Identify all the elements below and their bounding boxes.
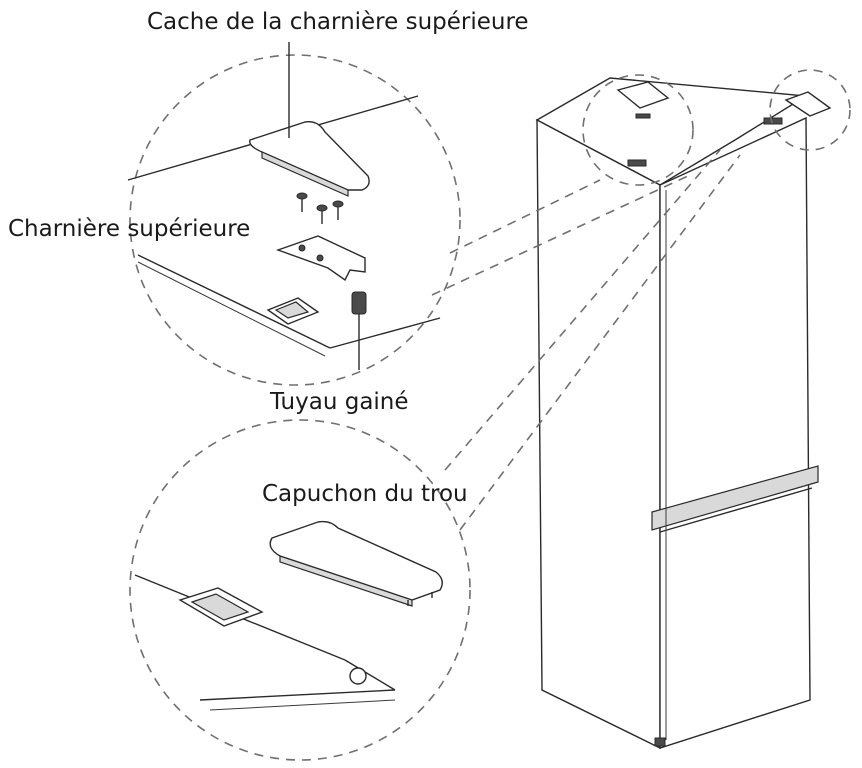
sheathed-pipe-part: [351, 291, 367, 370]
top-hinge-cover-label: Cache de la charnière supérieure: [147, 9, 529, 35]
hinge-slot: [266, 297, 320, 325]
hinge-plate-part: [275, 235, 366, 282]
callout-connectors: [431, 149, 741, 531]
top-hinge-label: Charnière supérieure: [8, 216, 251, 242]
hole-cap-part: [269, 520, 443, 607]
screws: [296, 192, 344, 224]
hole-cap-detail-circle: [129, 419, 471, 761]
refrigerator-body: [535, 77, 832, 750]
recessed-hole: [178, 587, 264, 627]
hole-cap-label: Capuchon du trou: [262, 481, 468, 507]
sheathed-pipe-label: Tuyau gainé: [270, 389, 409, 415]
hinge-detail-circle: [127, 42, 461, 386]
hinge-cover-part: [249, 121, 370, 197]
